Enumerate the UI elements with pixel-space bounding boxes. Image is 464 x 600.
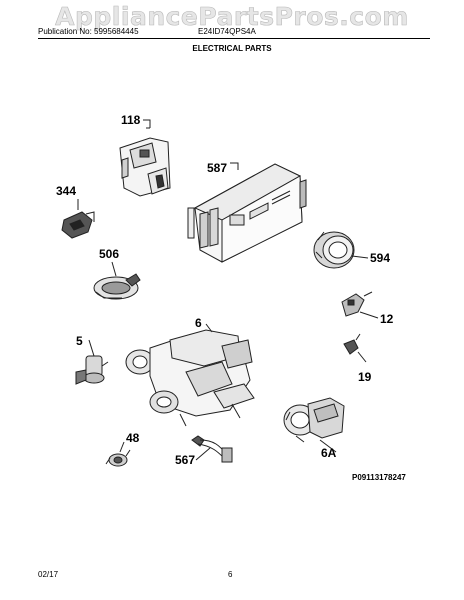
callout-344: 344 xyxy=(56,184,76,198)
callout-6a: 6A xyxy=(321,446,337,460)
part-587-control-board[interactable] xyxy=(187,163,307,263)
part-594-dispenser[interactable] xyxy=(313,231,355,269)
part-48-thermostat[interactable] xyxy=(105,449,131,467)
leader-19 xyxy=(357,351,367,363)
part-19-plug[interactable] xyxy=(343,333,361,355)
callout-48: 48 xyxy=(126,431,140,445)
watermark-logo: AppliancePartsPros.com xyxy=(55,2,409,32)
header-divider xyxy=(38,38,430,39)
page-number: 6 xyxy=(228,570,233,579)
leader-6 xyxy=(205,323,213,333)
part-567-wire-harness[interactable] xyxy=(191,435,233,463)
leader-506 xyxy=(111,261,117,277)
publication-number: Publication No: 5995684445 xyxy=(38,27,139,36)
callout-587: 587 xyxy=(207,161,227,175)
part-506-sensor[interactable] xyxy=(93,273,141,300)
callout-5: 5 xyxy=(76,334,83,348)
leader-118 xyxy=(143,119,151,129)
callout-506: 506 xyxy=(99,247,119,261)
callout-567: 567 xyxy=(175,453,195,467)
leader-48 xyxy=(119,441,125,453)
leader-6a xyxy=(319,439,337,453)
callout-19: 19 xyxy=(358,370,372,384)
model-number: E24ID74QPS4A xyxy=(198,27,256,36)
part-6-pump-assembly[interactable] xyxy=(125,329,255,427)
part-344-switch[interactable] xyxy=(61,211,95,239)
callout-12: 12 xyxy=(380,312,394,326)
leader-567 xyxy=(195,447,211,461)
callout-594: 594 xyxy=(370,251,390,265)
diagram-id: P09113178247 xyxy=(352,473,406,482)
leader-587 xyxy=(230,162,239,170)
part-6a-heater-pump[interactable] xyxy=(283,397,345,443)
callout-118: 118 xyxy=(121,113,141,127)
part-12-connector[interactable] xyxy=(341,291,373,317)
leader-12 xyxy=(359,311,379,319)
footer-date: 02/17 xyxy=(38,570,59,579)
part-5-inlet-valve[interactable] xyxy=(75,355,109,385)
callout-6: 6 xyxy=(195,316,202,330)
leader-5 xyxy=(88,339,95,357)
leader-594 xyxy=(351,255,369,259)
part-118-control-module[interactable] xyxy=(119,137,171,197)
section-title: ELECTRICAL PARTS xyxy=(192,44,272,53)
